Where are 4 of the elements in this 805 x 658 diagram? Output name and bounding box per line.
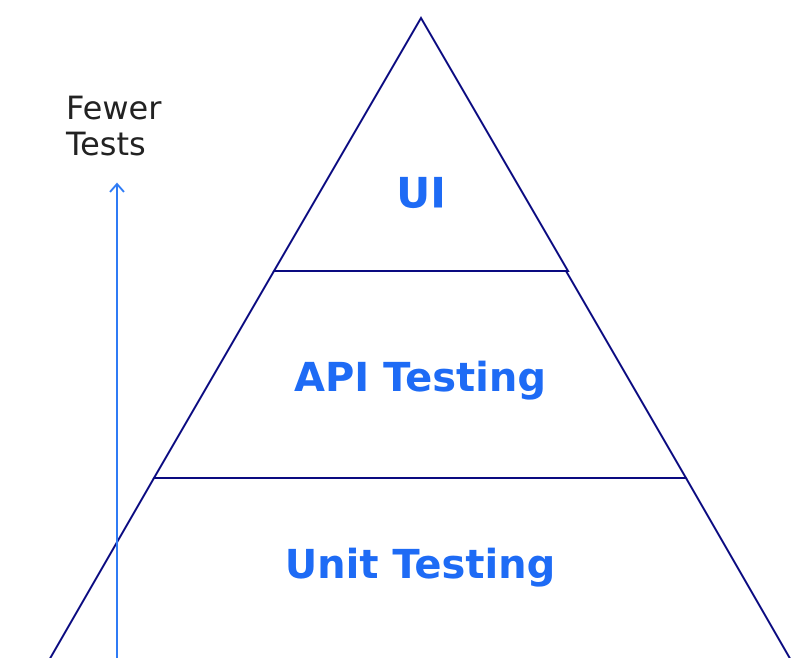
layer-label: Unit Testing xyxy=(284,542,556,588)
layer-label: API Testing xyxy=(293,355,547,401)
layer-label: UI xyxy=(395,168,447,218)
axis-label: Fewer Tests xyxy=(66,90,162,162)
